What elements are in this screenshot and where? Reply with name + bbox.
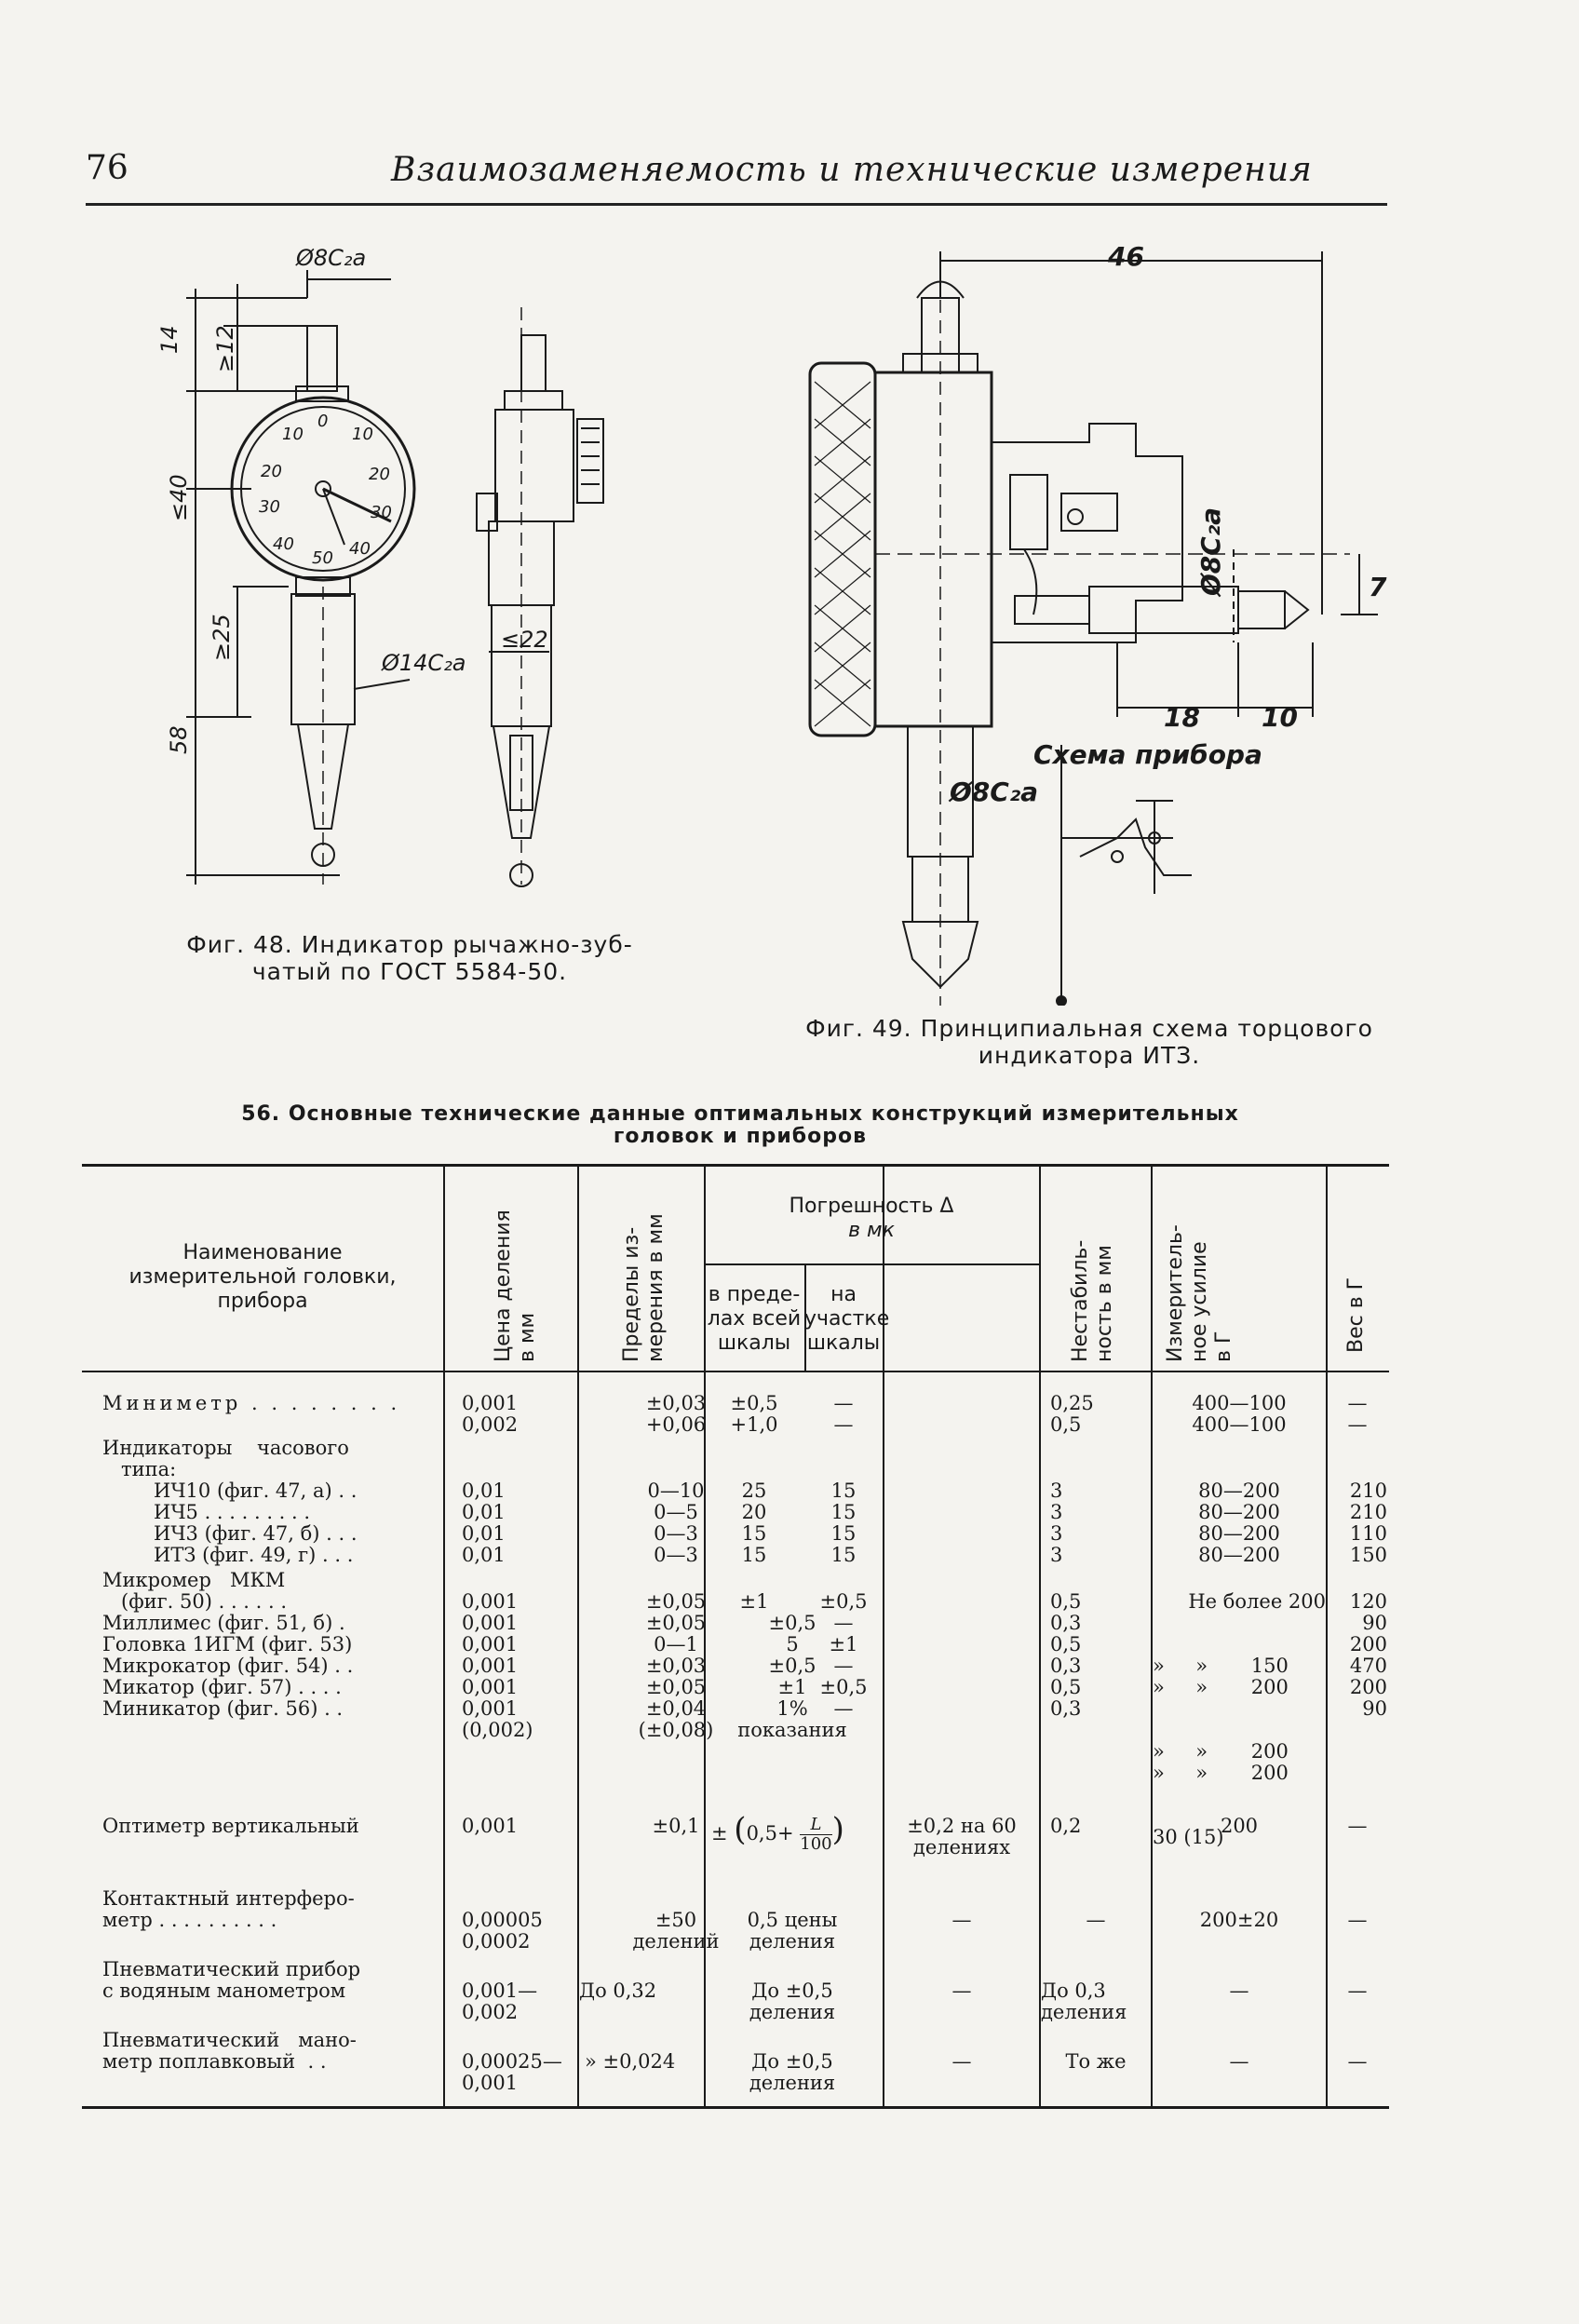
col-rule [1151, 1167, 1153, 2106]
col-rule [1326, 1167, 1328, 2106]
fig49-scheme-label: Схема прибора [1033, 739, 1262, 770]
header-name: Наименование измерительной головки, приб… [128, 1241, 397, 1313]
col-rule [577, 1167, 579, 2106]
fig48-d14: 14 [158, 325, 182, 354]
fig48-d58: 58 [166, 725, 192, 754]
header-rule-bottom [82, 1371, 1389, 1372]
running-title: Взаимозаменяемость и технические измерен… [391, 151, 1313, 189]
header-error-part: на участке шкалы [804, 1283, 890, 1355]
optimeter-formula: ± (0,5+ L 100 ) [711, 1811, 844, 1854]
dial-number: 40 [273, 534, 294, 554]
fig49-d10: 10 [1262, 702, 1298, 733]
fig48-dia8: Ø8C₂a [295, 245, 366, 271]
figure-48-drawing: Ø8C₂a 14 ≥12 ≤40 ≥25 58 Ø14C₂a ≤22 0 10 … [158, 245, 604, 887]
fig49-d18: 18 [1164, 702, 1200, 733]
fig48-d22: ≤22 [501, 627, 548, 653]
dial-number: 10 [282, 425, 304, 444]
page-number: 76 [86, 149, 128, 187]
dial-number: 30 [259, 497, 280, 517]
figure-49-drawing: 46 Ø8C₂a 7 18 10 Схема прибора Ø8C₂a [808, 242, 1387, 1006]
fig48-d25: ≥25 [209, 614, 235, 661]
fig48-dia14: Ø14C₂a [381, 650, 466, 676]
dial-number: 50 [312, 548, 333, 568]
spec-table: Наименование измерительной головки, приб… [82, 1164, 1389, 2109]
figure-49-caption: Фиг. 49. Принципиальная схема торцового … [805, 1015, 1373, 1069]
header-rule [86, 203, 1387, 206]
col-rule [883, 1167, 884, 2106]
fig48-d12: ≥12 [212, 325, 238, 372]
dial-number: 30 [371, 503, 392, 522]
header-error-full: в преде- лах всей шкалы [707, 1283, 802, 1355]
col-rule-sub [804, 1263, 806, 1371]
fig49-d46: 46 [1107, 242, 1144, 272]
table-title: 56. Основные технические данные оптималь… [241, 1102, 1239, 1148]
header-subrule [704, 1263, 1039, 1265]
col-rule [704, 1167, 706, 2106]
col-rule [443, 1167, 445, 2106]
col-rule [1039, 1167, 1041, 2106]
header-error-group: Погрешность Δ в мк [789, 1195, 954, 1242]
dial-number: 40 [349, 539, 371, 559]
dial-number: 10 [352, 425, 373, 444]
dial-number: 20 [261, 462, 282, 481]
fig49-d7: 7 [1369, 572, 1387, 602]
fig48-d40: ≤40 [166, 474, 192, 521]
dial-number: 20 [369, 465, 390, 484]
figure-48-caption: Фиг. 48. Индикатор рычажно-зуб- чатый по… [186, 931, 633, 985]
fig49-dia8-stem: Ø8C₂a [948, 777, 1038, 807]
dial-number: 0 [317, 412, 328, 431]
fig49-dia8-side: Ø8C₂a [1195, 507, 1226, 598]
